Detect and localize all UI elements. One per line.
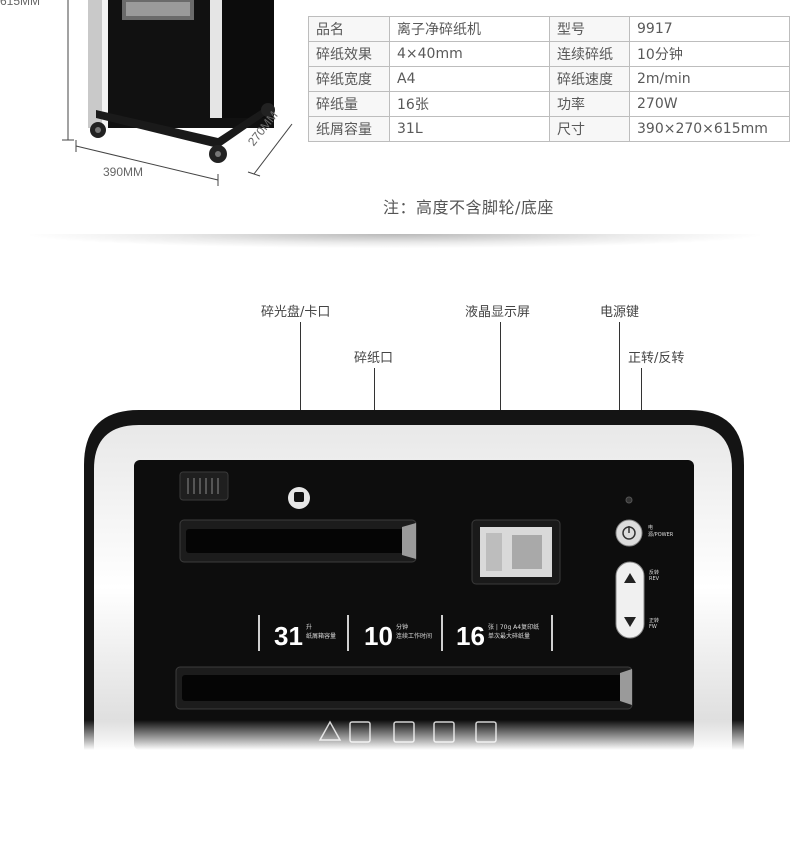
stat-capacity-unit: 升 <box>306 624 313 631</box>
table-row: 品名 离子净碎纸机 型号 9917 <box>308 16 790 42</box>
stat-capacity-desc: 纸屑箱容量 <box>306 633 337 640</box>
spec-key: 品名 <box>308 16 390 42</box>
callout-cd-slot: 碎光盘/卡口 <box>261 305 331 320</box>
rev-button-label: 反转 REV <box>649 570 660 582</box>
spec-key: 碎纸效果 <box>308 41 390 67</box>
table-row: 碎纸效果 4×40mm 连续碎纸 10分钟 <box>308 41 790 67</box>
table-row: 纸屑容量 31L 尺寸 390×270×615mm <box>308 116 790 142</box>
spec-value: 270W <box>629 91 790 117</box>
control-panel-image: 31 升 纸屑箱容量 10 分钟 连续工作时间 16 张 | 70g A4复印纸… <box>84 405 744 750</box>
spec-key: 功率 <box>549 91 630 117</box>
stat-runtime-number: 10 <box>364 621 393 651</box>
spec-value: 离子净碎纸机 <box>389 16 550 42</box>
stat-capacity-number: 31 <box>274 621 303 651</box>
spec-key: 碎纸宽度 <box>308 66 390 92</box>
shredder-side-illustration <box>62 0 293 186</box>
callout-lcd: 液晶显示屏 <box>465 305 531 320</box>
spec-value: A4 <box>389 66 550 92</box>
reverse-button[interactable] <box>616 562 644 600</box>
stat-sheets-desc: 单次最大碎纸量 <box>488 633 531 640</box>
stat-capacity-text: 升 纸屑箱容量 <box>306 623 336 641</box>
section-divider-shadow <box>30 234 760 248</box>
power-button[interactable] <box>616 520 642 546</box>
table-row: 碎纸宽度 A4 碎纸速度 2m/min <box>308 66 790 92</box>
spec-value: 10分钟 <box>629 41 790 67</box>
control-panel-illustration <box>84 410 744 750</box>
forward-button[interactable] <box>616 600 644 638</box>
spec-key: 尺寸 <box>549 116 630 142</box>
stat-sheets-number: 16 <box>456 621 485 651</box>
height-note: 注：高度不含脚轮/底座 <box>383 198 554 217</box>
power-button-label: 电源/POWER <box>648 525 674 538</box>
stat-runtime-text: 分钟 连续工作时间 <box>396 623 432 641</box>
spec-value: 390×270×615mm <box>629 116 790 142</box>
stat-runtime-unit: 分钟 <box>396 624 409 631</box>
spec-key: 型号 <box>549 16 630 42</box>
spec-table: 品名 离子净碎纸机 型号 9917 碎纸效果 4×40mm 连续碎纸 10分钟 … <box>308 16 790 142</box>
stat-runtime-desc: 连续工作时间 <box>396 633 433 640</box>
callout-paper-slot: 碎纸口 <box>354 351 394 366</box>
stat-sheets-text: 张 | 70g A4复印纸 单次最大碎纸量 <box>488 623 539 641</box>
spec-value: 16张 <box>389 91 550 117</box>
spec-key: 纸屑容量 <box>308 116 390 142</box>
width-dimension-label: 390MM <box>103 165 144 179</box>
product-image-top: 615MM 390MM 270MM <box>0 0 300 190</box>
spec-key: 碎纸速度 <box>549 66 630 92</box>
spec-value: 9917 <box>629 16 790 42</box>
callout-power-key: 电源键 <box>600 305 640 320</box>
fw-button-label: 正转 FW <box>649 618 660 630</box>
spec-key: 碎纸量 <box>308 91 390 117</box>
height-dimension-label: 615MM <box>0 0 41 8</box>
spec-key: 连续碎纸 <box>549 41 630 67</box>
callout-fwd-rev: 正转/反转 <box>628 351 685 366</box>
table-row: 碎纸量 16张 功率 270W <box>308 91 790 117</box>
stat-sheets-unit: 张 | 70g A4复印纸 <box>488 624 540 631</box>
spec-value: 31L <box>389 116 550 142</box>
spec-value: 2m/min <box>629 66 790 92</box>
spec-value: 4×40mm <box>389 41 550 67</box>
